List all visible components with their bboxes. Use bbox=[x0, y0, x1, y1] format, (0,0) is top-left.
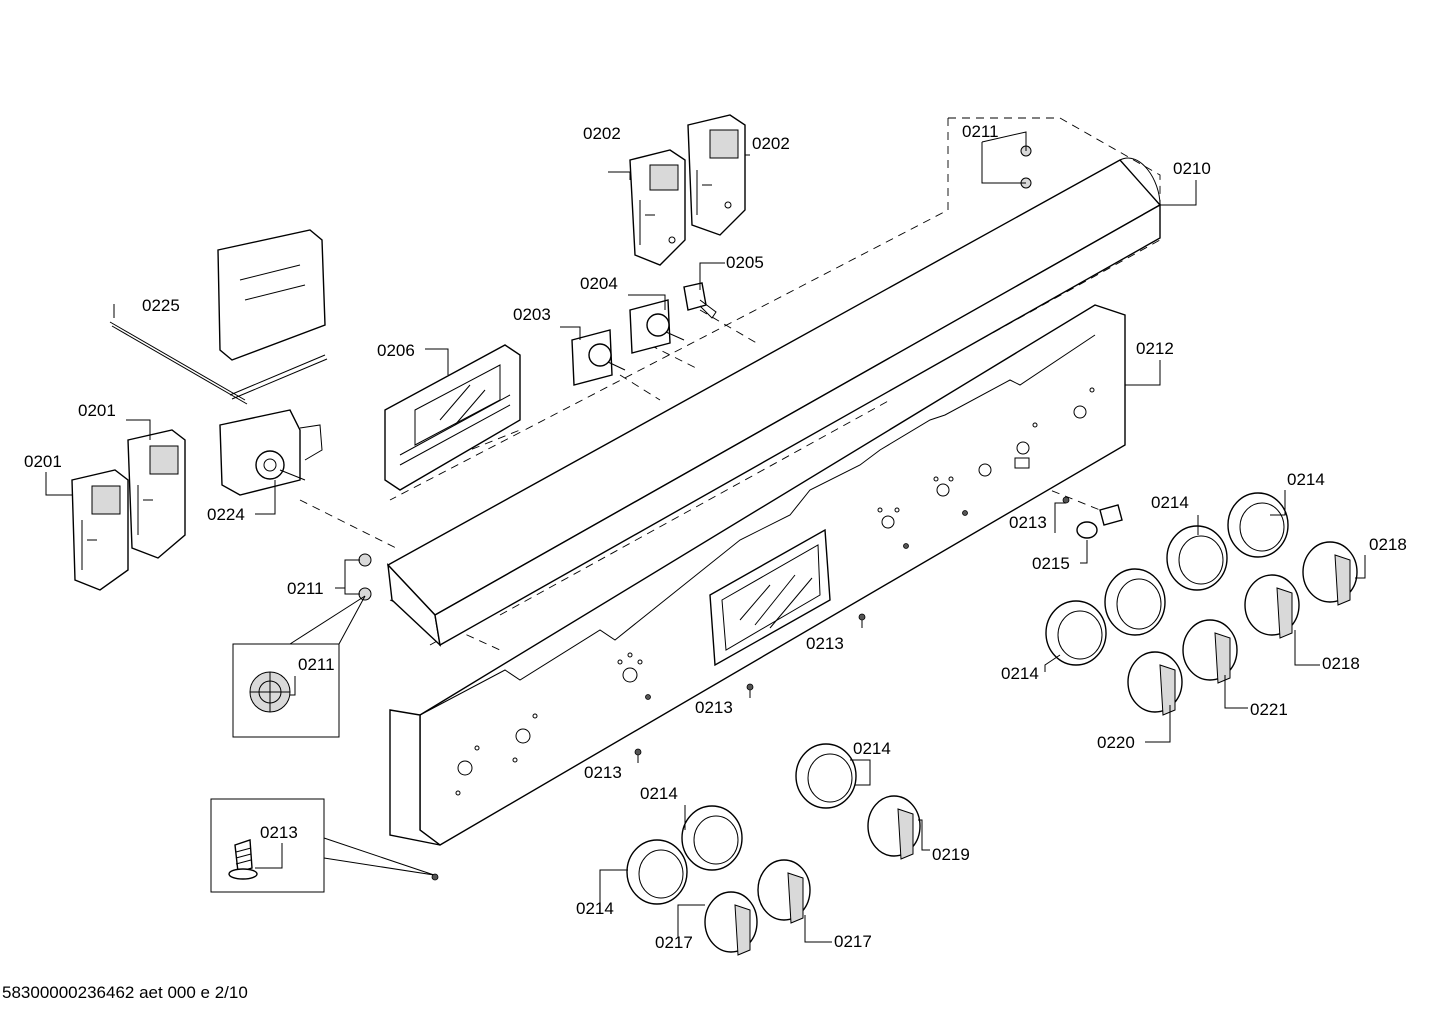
part-0224-thermostat bbox=[219, 409, 323, 496]
part-callout-0211: 0211 bbox=[298, 655, 335, 674]
knob-ring-5 bbox=[795, 743, 857, 809]
knob-ring-2 bbox=[1166, 525, 1228, 591]
part-callout-0211: 0211 bbox=[962, 122, 999, 141]
part-callout-0213: 0213 bbox=[584, 763, 622, 782]
part-0225-capillary-sensor bbox=[109, 229, 328, 405]
part-callout-0205: 0205 bbox=[726, 253, 764, 272]
part-callout-0214: 0214 bbox=[1151, 493, 1189, 512]
part-callout-0213: 0213 bbox=[695, 698, 733, 717]
knob-ring-6 bbox=[681, 805, 743, 871]
part-0202-timer-right bbox=[687, 114, 746, 236]
part-callout-0211: 0211 bbox=[287, 579, 324, 598]
part-callout-0220: 0220 bbox=[1097, 733, 1135, 752]
part-callout-0201: 0201 bbox=[78, 401, 116, 420]
part-0212-control-panel bbox=[389, 304, 1126, 846]
part-0213-screws bbox=[431, 496, 1070, 881]
part-callout-0204: 0204 bbox=[580, 274, 618, 293]
part-0201-timer-front bbox=[71, 469, 129, 591]
part-callout-0213: 0213 bbox=[260, 823, 298, 842]
callout-labels: 0202 0202 0211 0210 0205 0204 0225 0203 0206 0212… bbox=[24, 122, 1407, 952]
part-callout-0219: 0219 bbox=[932, 845, 970, 864]
knob-ring-3 bbox=[1104, 568, 1166, 636]
knob-holes bbox=[455, 387, 1095, 796]
knob-0218-bottom bbox=[1244, 574, 1300, 639]
part-0203-rotary-switch bbox=[571, 329, 626, 386]
part-callout-0202: 0202 bbox=[583, 124, 621, 143]
part-0215-cap bbox=[1076, 504, 1123, 539]
knob-0219 bbox=[867, 795, 921, 860]
part-callout-0225: 0225 bbox=[142, 296, 180, 315]
leader-lines bbox=[45, 131, 1366, 943]
knob-0220 bbox=[1127, 651, 1183, 716]
part-0211-nuts bbox=[358, 145, 1032, 601]
knob-ring-4 bbox=[1045, 600, 1107, 666]
part-callout-0218: 0218 bbox=[1322, 654, 1360, 673]
part-callout-0221: 0221 bbox=[1250, 700, 1288, 719]
part-callout-0214: 0214 bbox=[640, 784, 678, 803]
part-0206-display-module bbox=[384, 344, 521, 491]
part-callout-0201: 0201 bbox=[24, 452, 62, 471]
inset-screw-detail bbox=[210, 798, 435, 893]
part-callout-0203: 0203 bbox=[513, 305, 551, 324]
part-callout-0214: 0214 bbox=[576, 899, 614, 918]
knob-0218-top bbox=[1302, 541, 1358, 606]
knob-0217-left bbox=[704, 891, 758, 956]
part-callout-0217: 0217 bbox=[834, 932, 872, 951]
part-0210-top-trim-bar bbox=[386, 157, 1162, 647]
part-callout-0202: 0202 bbox=[752, 134, 790, 153]
part-0201-timer-back bbox=[127, 429, 186, 559]
knobs bbox=[704, 541, 1358, 956]
part-callout-0217: 0217 bbox=[655, 933, 693, 952]
part-callout-0215: 0215 bbox=[1032, 554, 1070, 573]
knob-0221 bbox=[1182, 619, 1238, 684]
part-callout-0214: 0214 bbox=[853, 739, 891, 758]
part-0214-knob-rings bbox=[626, 492, 1289, 905]
part-callout-0214: 0214 bbox=[1287, 470, 1325, 489]
part-callout-0218: 0218 bbox=[1369, 535, 1407, 554]
document-id: 58300000236462 aet 000 e 2/10 bbox=[2, 983, 248, 1002]
part-callout-0214: 0214 bbox=[1001, 664, 1039, 683]
inset-nut-detail bbox=[232, 595, 366, 738]
part-callout-0210: 0210 bbox=[1173, 159, 1211, 178]
knob-ring-1 bbox=[1227, 492, 1289, 558]
part-callout-0213: 0213 bbox=[806, 634, 844, 653]
display-window-frame bbox=[709, 528, 831, 667]
knob-ring-7 bbox=[626, 839, 688, 905]
part-callout-0224: 0224 bbox=[207, 505, 245, 524]
part-callout-0206: 0206 bbox=[377, 341, 415, 360]
knob-0217-right bbox=[757, 859, 811, 924]
part-callout-0212: 0212 bbox=[1136, 339, 1174, 358]
part-0204-rotary-switch bbox=[629, 299, 685, 354]
part-0202-timer-left bbox=[629, 149, 686, 266]
part-callout-0213: 0213 bbox=[1009, 513, 1047, 532]
